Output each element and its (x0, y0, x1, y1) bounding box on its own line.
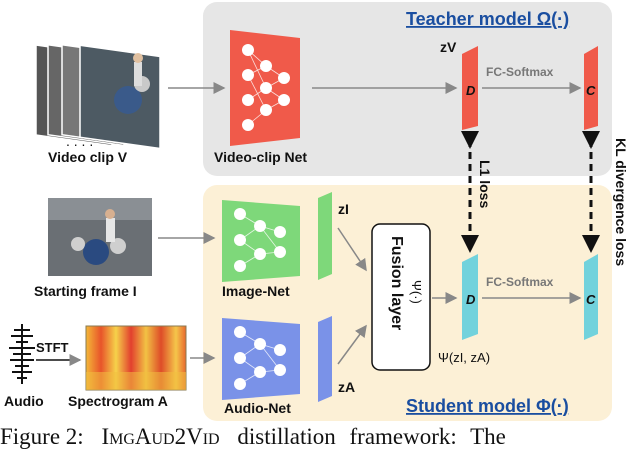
starting-frame-label: Starting frame I (34, 283, 137, 299)
teacher-panel (203, 2, 612, 176)
student-d-label: D (466, 292, 476, 307)
image-feature-label: zI (338, 201, 349, 217)
teacher-fc-label: FC-Softmax (486, 65, 554, 79)
audio-to-fusion-arrow (337, 324, 367, 365)
audio-feature-bar (318, 316, 332, 402)
fusion-func-label: Ψ(·) (409, 280, 424, 304)
l1-loss-label: L1 loss (477, 160, 493, 208)
caption-name: ImgAud2Vid (101, 424, 220, 449)
drum-frame-icon (48, 198, 152, 276)
spectrogram-label: Spectrogram A (68, 393, 168, 409)
fusion-layer-box (371, 223, 431, 371)
video-clip-net-label: Video-clip Net (214, 149, 307, 165)
audio-net-icon (222, 318, 300, 400)
image-net-icon (222, 200, 300, 282)
audio-waveform-icon (9, 324, 35, 384)
student-title: Student model Φ(·) (406, 396, 569, 416)
audio-label: Audio (4, 393, 44, 409)
video-clip-label: Video clip V (48, 149, 128, 165)
student-d-bar (462, 254, 478, 340)
student-fused-label: Ψ(zI, zA) (438, 350, 490, 365)
teacher-c-bar (584, 46, 598, 130)
image-to-fusion-arrow (337, 227, 367, 272)
teacher-d-bar (462, 46, 478, 130)
teacher-c-label: C (586, 83, 596, 98)
image-net-label: Image-Net (222, 283, 290, 299)
audio-net-label: Audio-Net (224, 400, 291, 416)
teacher-d-label: D (466, 83, 476, 98)
video-clip-frames-icon: . . . . (35, 43, 161, 150)
student-c-label: C (586, 292, 596, 307)
fusion-layer-label: Fusion layer (388, 236, 405, 330)
video-clip-net-icon (230, 30, 300, 146)
spectrogram-icon (85, 325, 187, 391)
student-fc-label: FC-Softmax (486, 275, 554, 289)
student-c-bar (584, 254, 598, 340)
audio-feature-label: zA (338, 379, 355, 395)
kl-loss-label: KL divergence loss (613, 138, 629, 266)
svg-text:. . . .: . . . . (66, 133, 93, 149)
figure-caption: Figure 2: ImgAud2Vid distillation framew… (0, 424, 640, 455)
caption-label: Figure 2: (0, 424, 84, 449)
stft-label: STFT (36, 340, 69, 355)
teacher-feature-label: zV (440, 39, 457, 55)
image-feature-bar (318, 192, 332, 280)
teacher-title: Teacher model Ω(·) (406, 9, 569, 29)
framework-svg: Teacher model Ω(·) . . . . Video clip V (4, 2, 629, 421)
caption-rest: distillation framework: The (237, 424, 506, 449)
